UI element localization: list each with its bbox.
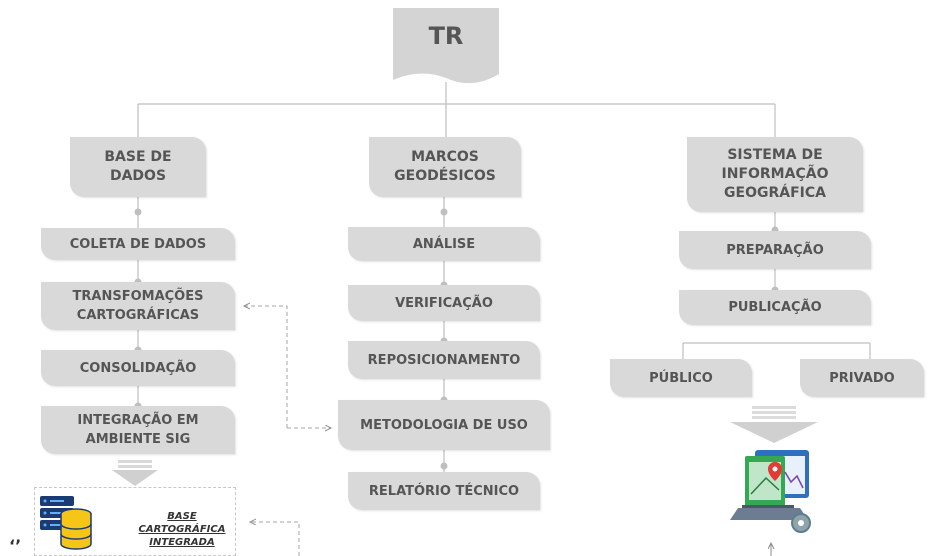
node-label: CONSOLIDAÇÃO [79,360,197,376]
node-marcos-geodesicos: MARCOS GEODÉSICOS [369,137,521,197]
node-label: MARCOS GEODÉSICOS [394,149,496,184]
gis-laptop-icon [730,450,811,533]
node-analise: ANÁLISE [348,227,540,261]
node-label: PÚBLICO [649,370,713,386]
node-label: COLETA DE DADOS [69,236,207,252]
node-publicacao: PUBLICAÇÃO [679,290,871,325]
base-cartografica-label: BASE CARTOGRÁFICA INTEGRADA [138,511,226,548]
node-consolidacao: CONSOLIDAÇÃO [41,350,235,386]
down-arrow-right [730,406,818,443]
node-verificacao: VERIFICAÇÃO [348,285,540,321]
down-arrow-left [112,460,158,486]
node-label: VERIFICAÇÃO [395,295,493,311]
node-reposicionamento: REPOSICIONAMENTO [348,341,540,379]
node-integracao-sig: INTEGRAÇÃO EM AMBIENTE SIG [41,406,235,454]
node-label: INTEGRAÇÃO EM AMBIENTE SIG [77,413,199,447]
node-label: METODOLOGIA DE USO [360,417,528,433]
node-publico: PÚBLICO [610,359,752,397]
database-server-icon [40,496,92,550]
root-node-title: TR [428,22,464,50]
node-label: REPOSICIONAMENTO [367,352,521,368]
node-transformacoes-cartograficas: TRANSFOMAÇÕES CARTOGRÁFICAS [41,282,235,330]
node-label: BASE DE DADOS [104,149,172,184]
node-label: PREPARAÇÃO [726,242,824,258]
base-cartografica-panel: BASE CARTOGRÁFICA INTEGRADA [34,487,236,556]
node-label: RELATÓRIO TÉCNICO [368,483,520,499]
node-label: PUBLICAÇÃO [728,300,822,315]
node-label: TRANSFOMAÇÕES CARTOGRÁFICAS [72,289,204,323]
node-label: ANÁLISE [412,236,476,252]
node-privado: PRIVADO [800,359,924,397]
tr-document-shape [393,8,499,84]
node-relatorio-tecnico: RELATÓRIO TÉCNICO [348,472,540,510]
node-label: SISTEMA DE INFORMAÇÃO GEOGRÁFICA [721,147,829,201]
node-base-de-dados: BASE DE DADOS [70,137,206,197]
stray-quote-mark: ‘’ [9,536,22,555]
node-sistema-informacao-geografica: SISTEMA DE INFORMAÇÃO GEOGRÁFICA [687,137,863,212]
node-preparacao: PREPARAÇÃO [679,231,871,269]
node-label: PRIVADO [829,370,895,386]
node-coleta-de-dados: COLETA DE DADOS [41,228,235,260]
node-metodologia-de-uso: METODOLOGIA DE USO [338,400,550,450]
